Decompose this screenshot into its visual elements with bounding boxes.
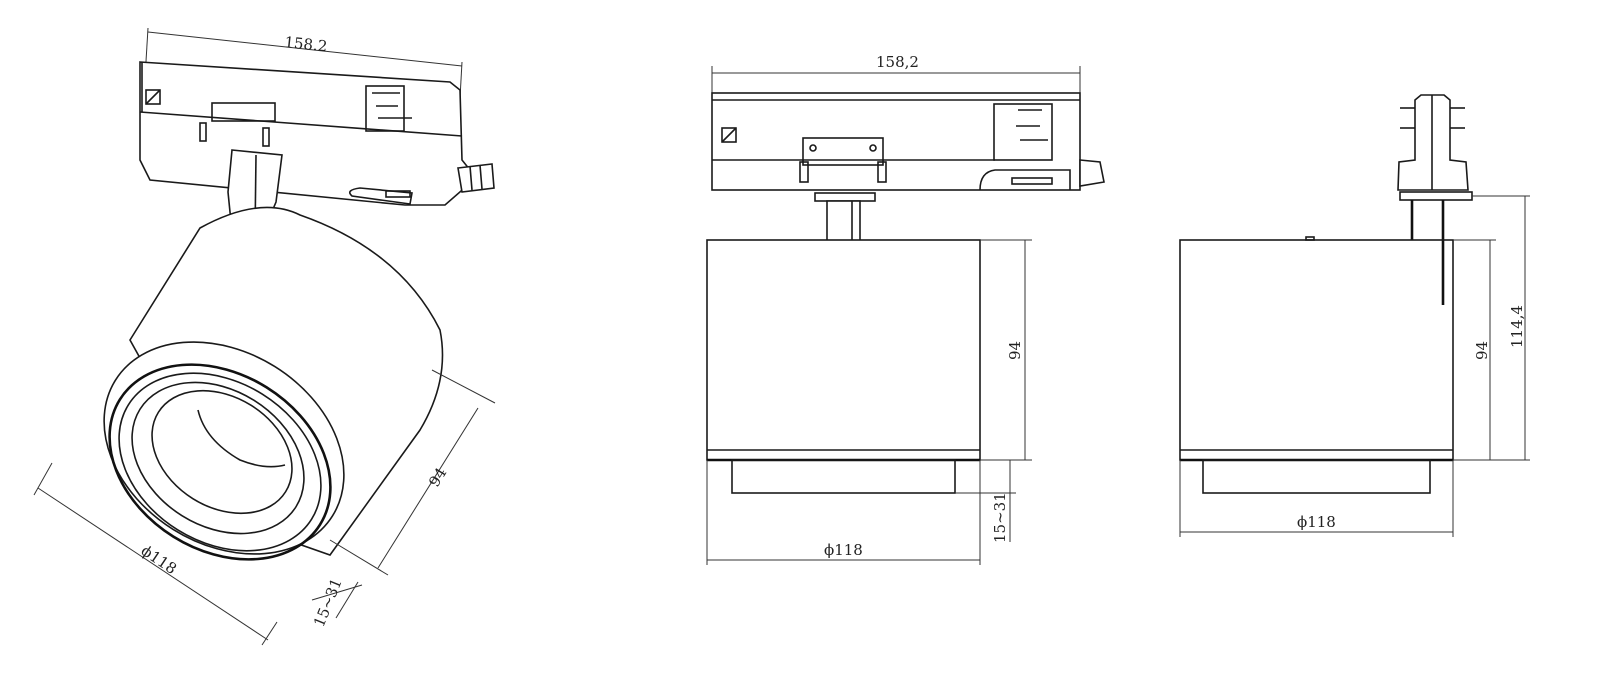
front-height-dimension: 94 (980, 239, 1032, 461)
tilt-dimension: 15~31 (310, 576, 363, 630)
front-diameter-label: ϕ118 (824, 541, 863, 559)
iso-width-label: 158.2 (284, 33, 329, 55)
isometric-view: 158.2 (33, 27, 496, 646)
side-height-label: 94 (1473, 341, 1491, 360)
side-total-height-dimension: 114,4 (1472, 195, 1530, 460)
front-width-label: 158,2 (876, 53, 919, 71)
front-lamp-body (706, 239, 981, 494)
adjust-knob (457, 163, 495, 193)
lamp-body (103, 206, 444, 561)
side-diameter-dimension: ϕ118 (1179, 460, 1454, 537)
side-total-height-label: 114,4 (1508, 305, 1526, 348)
front-track-adapter (711, 92, 1105, 191)
front-diameter-dimension: ϕ118 (706, 460, 981, 565)
front-height-label: 94 (1006, 341, 1024, 360)
width-dimension: 158.2 (144, 27, 463, 99)
track-adapter (139, 61, 471, 206)
front-tilt-label: 15~31 (991, 492, 1009, 543)
side-track-adapter (1397, 94, 1473, 305)
side-height-dimension: 94 (1453, 239, 1530, 461)
side-diameter-label: ϕ118 (1297, 513, 1336, 531)
iso-diameter-label: ϕ118 (138, 541, 180, 578)
iso-tilt-label: 15~31 (310, 576, 346, 630)
front-tilt-dimension: 15~31 (955, 460, 1016, 543)
side-lamp-body (1179, 236, 1454, 494)
front-width-dimension: 158,2 (711, 53, 1081, 93)
side-view: 94 114,4 ϕ118 (1179, 94, 1530, 537)
front-view: 158,2 (706, 53, 1105, 565)
